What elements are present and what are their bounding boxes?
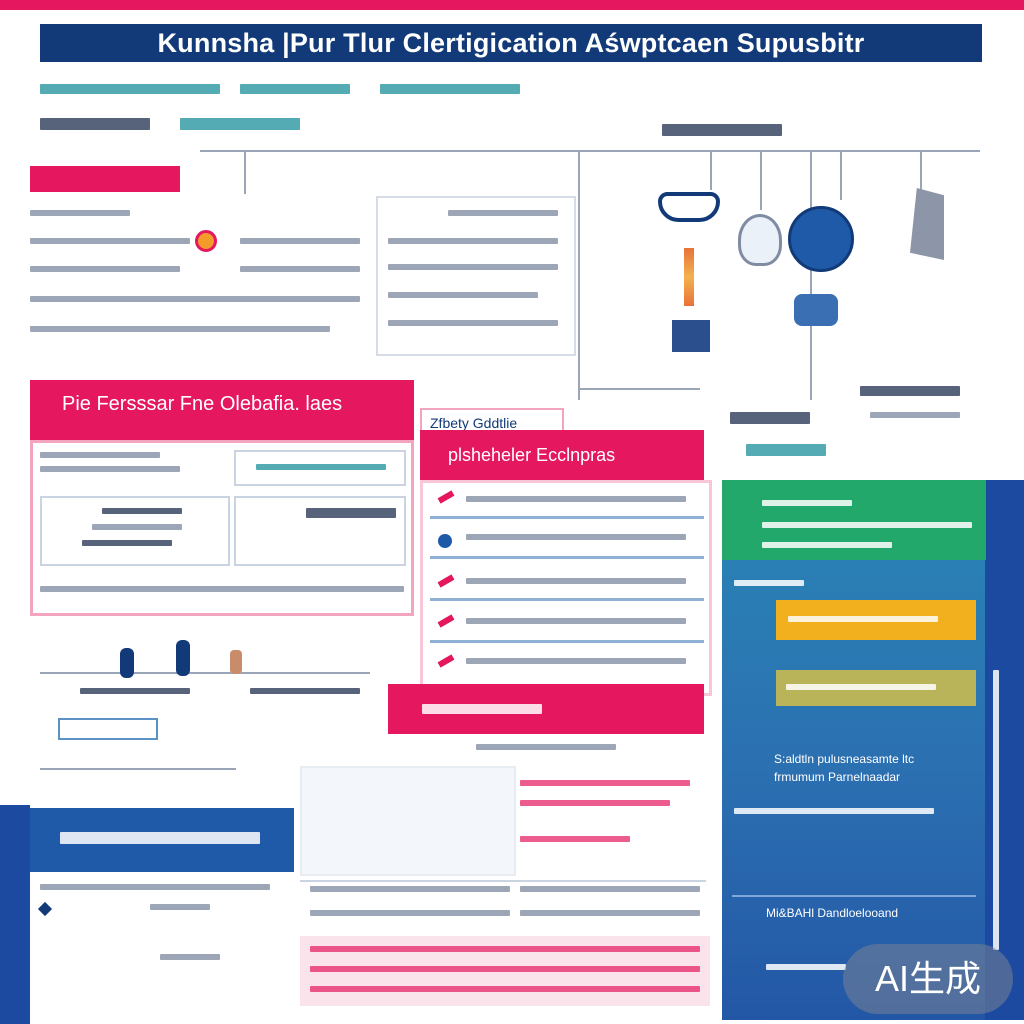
right-panel-row [734, 808, 974, 820]
connector-line [578, 150, 580, 400]
ai-generated-watermark: AI生成 [843, 944, 1013, 1014]
left-illustration [40, 632, 370, 772]
bottom-left-header [30, 808, 294, 872]
left-text-block [30, 206, 360, 346]
right-panel-footer: Mi&BAHl Dandloelooand [766, 906, 899, 920]
lamp-icon [684, 248, 694, 306]
middle-text-box [376, 196, 576, 356]
figure-icon [176, 640, 190, 676]
vase-icon [230, 650, 242, 674]
shield-icon [794, 294, 838, 326]
pink-tab-title: Zfbety Gddtlie [430, 415, 518, 431]
globe-icon [788, 206, 854, 272]
green-header-band [722, 480, 986, 560]
bottom-left-strip [0, 805, 30, 1024]
bullet-icon [438, 534, 452, 548]
pink-panel-mid: plsheheler Ecclnpras [420, 430, 712, 696]
pink-panel-left: Pie Fersssar Fne Olebafia. laes [30, 380, 414, 616]
section-divider [200, 150, 980, 152]
pink-panel-mid-title: plsheheler Ecclnpras [420, 430, 704, 480]
yellow-callout [776, 600, 976, 640]
tower-icon [910, 188, 944, 260]
right-panel-label: S:aldtln pulusneasamte ltc [774, 752, 915, 766]
pink-banner [388, 684, 704, 734]
right-panel-divider [732, 895, 976, 897]
bullet-icon [437, 490, 455, 504]
diagram-area [580, 150, 980, 400]
left-section-tag [30, 166, 180, 192]
diagram-caption [730, 382, 970, 468]
connector-line [244, 150, 246, 194]
top-decorative-band [0, 0, 1024, 10]
page-title: Kunnsha |Pur Tlur Clertigication Aśwptca… [40, 24, 982, 62]
diamond-icon [37, 901, 53, 917]
right-panel-heading [734, 580, 834, 590]
bullet-icon [437, 574, 455, 588]
bullet-icon [437, 654, 455, 668]
pink-panel-left-title: Pie Fersssar Fne Olebafia. laes [30, 380, 414, 440]
figure-icon [120, 648, 134, 678]
section-label [662, 124, 782, 138]
right-panel-row [766, 964, 856, 974]
right-info-panel [722, 480, 988, 1020]
banner-text-block [300, 740, 710, 1010]
bottom-left-text [37, 884, 290, 984]
right-edge-strip [985, 480, 1024, 1020]
book-icon [672, 320, 710, 352]
boat-icon [658, 192, 720, 222]
subtitle-block [40, 78, 520, 138]
pendant-icon [738, 214, 782, 266]
connector-line [810, 150, 812, 400]
bullet-icon [437, 614, 455, 628]
right-panel-sublabel: frmumum Parnelnaadar [774, 770, 901, 784]
lantern-icon [195, 230, 217, 252]
olive-callout [776, 670, 976, 706]
